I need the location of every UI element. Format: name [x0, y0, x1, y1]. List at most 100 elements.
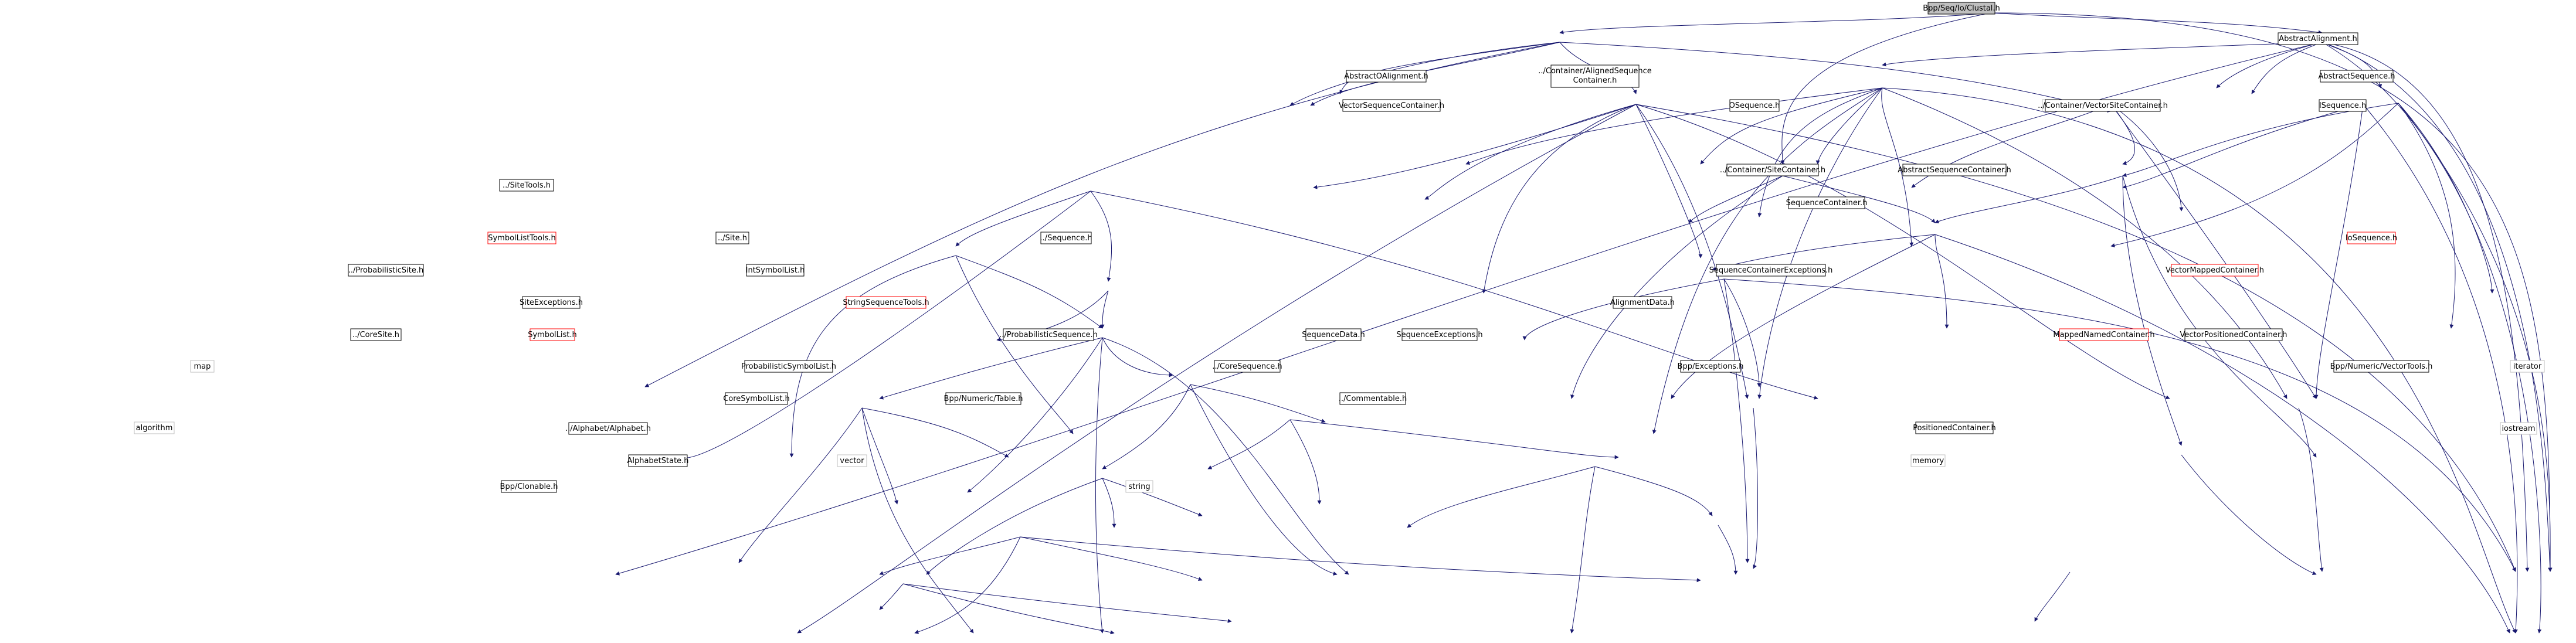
node-int-symbol-list[interactable]: IntSymbolList.h [746, 264, 805, 277]
node-sequence-exceptions[interactable]: SequenceExceptions.h [1396, 328, 1483, 341]
node-core-site[interactable]: ../CoreSite.h [350, 328, 402, 341]
svg-text:AbstractAlignment.h: AbstractAlignment.h [2279, 35, 2357, 43]
svg-text:SymbolListTools.h: SymbolListTools.h [488, 234, 556, 243]
svg-text:../Site.h: ../Site.h [718, 234, 747, 243]
svg-text:string: string [1128, 482, 1150, 491]
node-vector[interactable]: vector [837, 454, 867, 467]
node-memory[interactable]: memory [1910, 454, 1946, 467]
node-site-exceptions[interactable]: SiteExceptions.h [520, 296, 583, 309]
node-vector-mapped-container[interactable]: VectorMappedContainer.h [2166, 264, 2264, 277]
svg-text:algorithm: algorithm [136, 424, 173, 433]
svg-text:AbstractOAlignment.h: AbstractOAlignment.h [1344, 72, 1428, 81]
node-bpp-exceptions[interactable]: Bpp/Exceptions.h [1678, 360, 1744, 373]
node-bpp-numeric-vector-tools[interactable]: Bpp/Numeric/VectorTools.h [2330, 360, 2433, 373]
node-isequence[interactable]: ISequence.h [2319, 99, 2367, 112]
svg-text:../CoreSequence.h: ../CoreSequence.h [1212, 362, 1282, 371]
svg-text:StringSequenceTools.h: StringSequenceTools.h [843, 298, 929, 307]
svg-text:Bpp/Seq/Io/Clustal.h: Bpp/Seq/Io/Clustal.h [1923, 4, 2000, 13]
svg-text:VectorMappedContainer.h: VectorMappedContainer.h [2166, 266, 2264, 275]
svg-text:Bpp/Numeric/Table.h: Bpp/Numeric/Table.h [944, 394, 1023, 403]
node-positioned-container[interactable]: PositionedContainer.h [1913, 421, 1996, 434]
svg-text:CoreSymbolList.h: CoreSymbolList.h [723, 394, 790, 403]
svg-text:AlignmentData.h: AlignmentData.h [1610, 298, 1675, 307]
svg-text:memory: memory [1912, 457, 1944, 465]
svg-text:SequenceExceptions.h: SequenceExceptions.h [1396, 331, 1482, 339]
node-vector-sequence-container[interactable]: VectorSequenceContainer.h [1339, 99, 1444, 112]
svg-text:IoSequence.h: IoSequence.h [2346, 234, 2397, 243]
svg-text:SequenceContainer.h: SequenceContainer.h [1786, 199, 1868, 207]
svg-text:../Container/AlignedSequence: ../Container/AlignedSequence [1538, 67, 1652, 76]
node-container-site-container[interactable]: ../Container/SiteContainer.h [1720, 164, 1825, 176]
node-clustal[interactable]: Bpp/Seq/Io/Clustal.h [1923, 2, 2000, 15]
node-osequence[interactable]: OSequence.h [1729, 99, 1780, 112]
svg-text:Container.h: Container.h [1573, 76, 1617, 85]
node-sequence-data[interactable]: SequenceData.h [1302, 328, 1365, 341]
node-site[interactable]: ../Site.h [715, 232, 749, 244]
node-abstract-alignment[interactable]: AbstractAlignment.h [2278, 32, 2358, 45]
node-site-tools[interactable]: ../SiteTools.h [499, 179, 554, 192]
node-alignment-data[interactable]: AlignmentData.h [1610, 296, 1675, 309]
node-container-aligned-sequence-container[interactable]: ../Container/AlignedSequence Container.h [1538, 64, 1652, 88]
node-probabilistic-sequence[interactable]: ../ProbabilisticSequence.h [999, 328, 1098, 341]
node-iosequence[interactable]: IoSequence.h [2346, 232, 2397, 244]
node-core-sequence[interactable]: ../CoreSequence.h [1212, 360, 1282, 373]
node-vector-positioned-container[interactable]: VectorPositionedContainer.h [2180, 328, 2287, 341]
svg-text:PositionedContainer.h: PositionedContainer.h [1913, 424, 1996, 433]
node-string[interactable]: string [1125, 480, 1153, 493]
svg-text:ISequence.h: ISequence.h [2319, 101, 2366, 110]
svg-text:../Container/SiteContainer.h: ../Container/SiteContainer.h [1720, 166, 1825, 175]
svg-text:SequenceData.h: SequenceData.h [1302, 331, 1365, 339]
svg-text:iostream: iostream [2502, 424, 2535, 433]
svg-text:VectorSequenceContainer.h: VectorSequenceContainer.h [1339, 101, 1444, 110]
node-sequence-container[interactable]: SequenceContainer.h [1786, 196, 1868, 209]
svg-text:../Commentable.h: ../Commentable.h [1339, 394, 1407, 403]
node-abstract-o-alignment[interactable]: AbstractOAlignment.h [1344, 70, 1428, 83]
svg-text:../CoreSite.h: ../CoreSite.h [352, 331, 399, 339]
svg-text:Bpp/Exceptions.h: Bpp/Exceptions.h [1678, 362, 1744, 371]
node-sequence[interactable]: ../Sequence.h [1040, 232, 1092, 244]
svg-text:VectorPositionedContainer.h: VectorPositionedContainer.h [2180, 331, 2287, 339]
svg-text:Bpp/Clonable.h: Bpp/Clonable.h [500, 482, 558, 491]
node-string-sequence-tools[interactable]: StringSequenceTools.h [843, 296, 929, 309]
node-symbol-list[interactable]: SymbolList.h [528, 328, 577, 341]
node-probabilistic-symbol-list[interactable]: ProbabilisticSymbolList.h [741, 360, 836, 373]
node-symbol-list-tools[interactable]: SymbolListTools.h [487, 232, 556, 244]
node-commentable[interactable]: ../Commentable.h [1339, 392, 1407, 405]
node-probabilistic-site[interactable]: ../ProbabilisticSite.h [348, 264, 424, 277]
svg-text:ProbabilisticSymbolList.h: ProbabilisticSymbolList.h [741, 362, 836, 371]
svg-text:AlphabetState.h: AlphabetState.h [627, 457, 688, 465]
svg-text:vector: vector [840, 457, 864, 465]
node-algorithm[interactable]: algorithm [134, 421, 175, 434]
svg-text:../Container/VectorSiteContain: ../Container/VectorSiteContainer.h [2038, 101, 2168, 110]
svg-text:map: map [194, 362, 211, 371]
node-map[interactable]: map [190, 360, 215, 373]
svg-text:OSequence.h: OSequence.h [1729, 101, 1780, 110]
svg-text:IntSymbolList.h: IntSymbolList.h [746, 266, 805, 275]
node-iterator[interactable]: iterator [2510, 360, 2545, 373]
node-iostream[interactable]: iostream [2500, 422, 2537, 435]
svg-text:SymbolList.h: SymbolList.h [528, 331, 577, 339]
svg-text:iterator: iterator [2513, 362, 2542, 371]
node-core-symbol-list[interactable]: CoreSymbolList.h [723, 392, 790, 405]
svg-text:AbstractSequence.h: AbstractSequence.h [2318, 72, 2395, 81]
svg-text:../ProbabilisticSite.h: ../ProbabilisticSite.h [348, 266, 424, 275]
node-abstract-sequence-container[interactable]: AbstractSequenceContainer.h [1898, 164, 2011, 176]
svg-text:../SiteTools.h: ../SiteTools.h [503, 181, 551, 190]
svg-text:SiteExceptions.h: SiteExceptions.h [520, 298, 583, 307]
node-alphabet-state[interactable]: AlphabetState.h [627, 454, 689, 467]
svg-text:SequenceContainerExceptions.h: SequenceContainerExceptions.h [1709, 266, 1833, 275]
svg-text:../Sequence.h: ../Sequence.h [1040, 234, 1092, 243]
node-bpp-numeric-table[interactable]: Bpp/Numeric/Table.h [944, 392, 1023, 405]
svg-text:AbstractSequenceContainer.h: AbstractSequenceContainer.h [1898, 166, 2011, 175]
svg-text:MappedNamedContainer.h: MappedNamedContainer.h [2053, 331, 2154, 339]
node-bpp-clonable[interactable]: Bpp/Clonable.h [500, 480, 558, 493]
node-alphabet[interactable]: ../Alphabet/Alphabet.h [565, 422, 651, 435]
node-sequence-container-exceptions[interactable]: SequenceContainerExceptions.h [1709, 264, 1833, 277]
svg-text:../ProbabilisticSequence.h: ../ProbabilisticSequence.h [999, 331, 1098, 339]
node-abstract-sequence[interactable]: AbstractSequence.h [2318, 70, 2395, 83]
node-container-vector-site-container[interactable]: ../Container/VectorSiteContainer.h [2038, 99, 2168, 112]
svg-text:Bpp/Numeric/VectorTools.h: Bpp/Numeric/VectorTools.h [2330, 362, 2433, 371]
node-mapped-named-container[interactable]: MappedNamedContainer.h [2053, 328, 2155, 341]
